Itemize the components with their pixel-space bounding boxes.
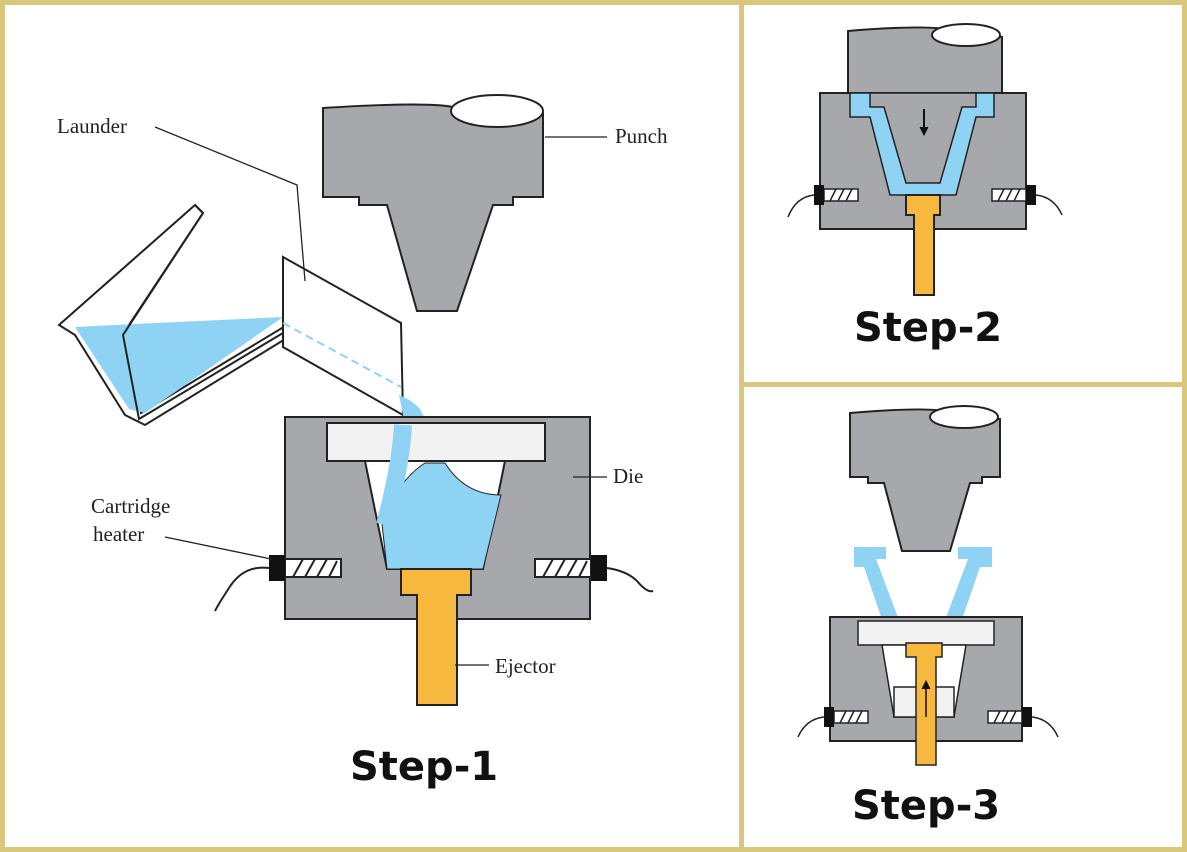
leader-lines xyxy=(154,126,607,666)
ejector xyxy=(905,194,941,296)
formed-part xyxy=(854,547,992,637)
die-label: Die xyxy=(613,464,643,488)
die xyxy=(829,616,1023,766)
cartridge-heater-label-line2: heater xyxy=(93,522,144,546)
step-1-title: Step-1 xyxy=(350,744,498,790)
cartridge-heater-right xyxy=(991,185,1063,216)
cartridge-heater-right xyxy=(534,555,654,593)
punch xyxy=(322,94,544,312)
launder xyxy=(282,255,405,417)
step-3-diagram: Step-3 xyxy=(797,405,1059,829)
cartridge-heater-left xyxy=(797,707,869,738)
punch xyxy=(847,23,1003,98)
ejector-label: Ejector xyxy=(495,654,556,678)
crucible xyxy=(57,203,297,427)
step-3-panel: Step-3 xyxy=(739,382,1187,852)
step-3-title: Step-3 xyxy=(852,783,1000,829)
cartridge-heater-left xyxy=(214,555,342,612)
step-1-diagram: Launder Punch Die Cartridge heater Eject… xyxy=(57,94,668,790)
punch-label: Punch xyxy=(615,124,668,148)
cartridge-heater-label-line1: Cartridge xyxy=(91,494,170,518)
cartridge-heater-right xyxy=(987,707,1059,738)
step-2-diagram: Step-2 xyxy=(787,23,1063,351)
ejector xyxy=(400,568,472,706)
launder-label: Launder xyxy=(57,114,127,138)
step-2-title: Step-2 xyxy=(854,305,1002,351)
step-1-panel: Launder Punch Die Cartridge heater Eject… xyxy=(0,0,744,852)
cartridge-heater-left xyxy=(787,185,859,218)
punch xyxy=(849,405,1001,552)
step-2-panel: Step-2 xyxy=(739,0,1187,387)
